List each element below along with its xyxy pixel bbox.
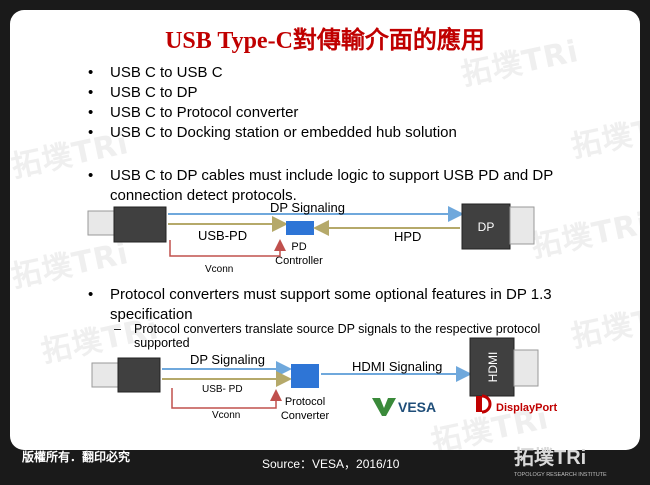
bullet-item: USB C to DP [82, 83, 457, 103]
pd-controller-label: PD [291, 241, 306, 253]
vesa-logo-text: VESA [398, 399, 436, 415]
vesa-logo: VESA [372, 398, 436, 416]
bullet-converters: Protocol converters must support some op… [82, 285, 552, 325]
displayport-logo: DisplayPort [476, 394, 557, 414]
usbc-connector-box [117, 357, 161, 393]
hdmi-plug [513, 349, 539, 387]
bullet-cables: USB C to DP cables must include logic to… [82, 166, 553, 206]
bullet-text: connection detect protocols. [110, 187, 297, 204]
dp-plug [509, 206, 535, 245]
tri-logo: 拓墣TRi TOPOLOGY RESEARCH INSTITUTE [514, 446, 607, 478]
vconn-label: Vconn [205, 264, 233, 275]
protocol-converter-box [291, 364, 319, 388]
bullet-text: Protocol converters must support some op… [110, 286, 552, 303]
dp-box [461, 203, 511, 250]
bullet-item: USB C to Docking station or embedded hub… [82, 123, 457, 143]
usbc-plug [91, 362, 119, 388]
usb-pd-label: USB-PD [198, 228, 247, 243]
bullet-text: USB C to DP cables must include logic to… [110, 167, 554, 184]
protocol-converter-label: Converter [281, 410, 330, 422]
hdmi-box-label: HDMI [486, 352, 500, 383]
usb-pd-label: USB- PD [202, 384, 243, 395]
vconn-label: Vconn [212, 410, 240, 421]
hpd-label: HPD [394, 229, 421, 244]
bullet-list-top: USB C to USB C USB C to DP USB C to Prot… [82, 63, 457, 143]
tri-logo-text: 拓墣TRi [514, 446, 586, 469]
dp-signaling-label: DP Signaling [270, 200, 345, 215]
dp-signaling-label: DP Signaling [190, 352, 265, 367]
slide-title: USB Type-C對傳輸介面的應用 [165, 28, 485, 54]
bullet-text: specification [110, 306, 193, 323]
bullet-item: USB C to Protocol converter [82, 103, 457, 123]
vconn-path [169, 239, 286, 257]
hdmi-signaling-label: HDMI Signaling [352, 359, 442, 374]
sub-bullet-text: Protocol converters translate source DP … [134, 322, 541, 336]
usbc-plug [87, 210, 115, 236]
copyright-text: 版權所有．翻印必究 [22, 450, 131, 464]
pd-controller-box [286, 221, 314, 235]
source-text: Source：VESA，2016/10 [262, 457, 400, 471]
vconn-path [171, 388, 282, 409]
dp-box-label: DP [478, 220, 495, 234]
pd-controller-label: Controller [275, 255, 323, 267]
sub-bullet-text: supported [134, 336, 190, 350]
protocol-converter-label: Protocol [285, 396, 325, 408]
sub-bullet: Protocol converters translate source DP … [100, 322, 540, 350]
tri-logo-subtext: TOPOLOGY RESEARCH INSTITUTE [514, 472, 607, 478]
displayport-logo-text: DisplayPort [496, 402, 557, 414]
bullet-item: USB C to USB C [82, 63, 457, 83]
usbc-connector-box [113, 206, 167, 243]
